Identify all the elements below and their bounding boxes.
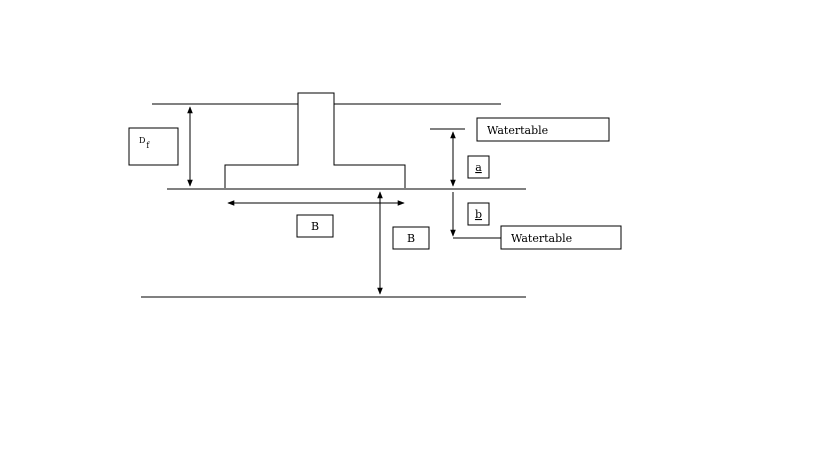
df-label-subscript: f [146, 141, 150, 150]
df-label-box [128, 127, 179, 166]
depth-b-label: B [407, 232, 415, 245]
width-b-label: B [311, 220, 319, 233]
depth-b-label-box [392, 226, 430, 250]
footing-outline [224, 92, 406, 188]
a-label-box [467, 155, 490, 179]
df-label: Df [139, 136, 150, 150]
b-label-box [467, 202, 490, 226]
df-label-main: D [139, 136, 145, 145]
lower-watertable-label-box [500, 225, 622, 250]
a-label: a [475, 161, 482, 174]
width-b-label-box [296, 214, 334, 238]
b-label: b [475, 208, 482, 221]
lower-watertable-label: Watertable [511, 232, 572, 245]
upper-watertable-label: Watertable [487, 124, 548, 137]
upper-watertable-label-box [476, 117, 610, 142]
